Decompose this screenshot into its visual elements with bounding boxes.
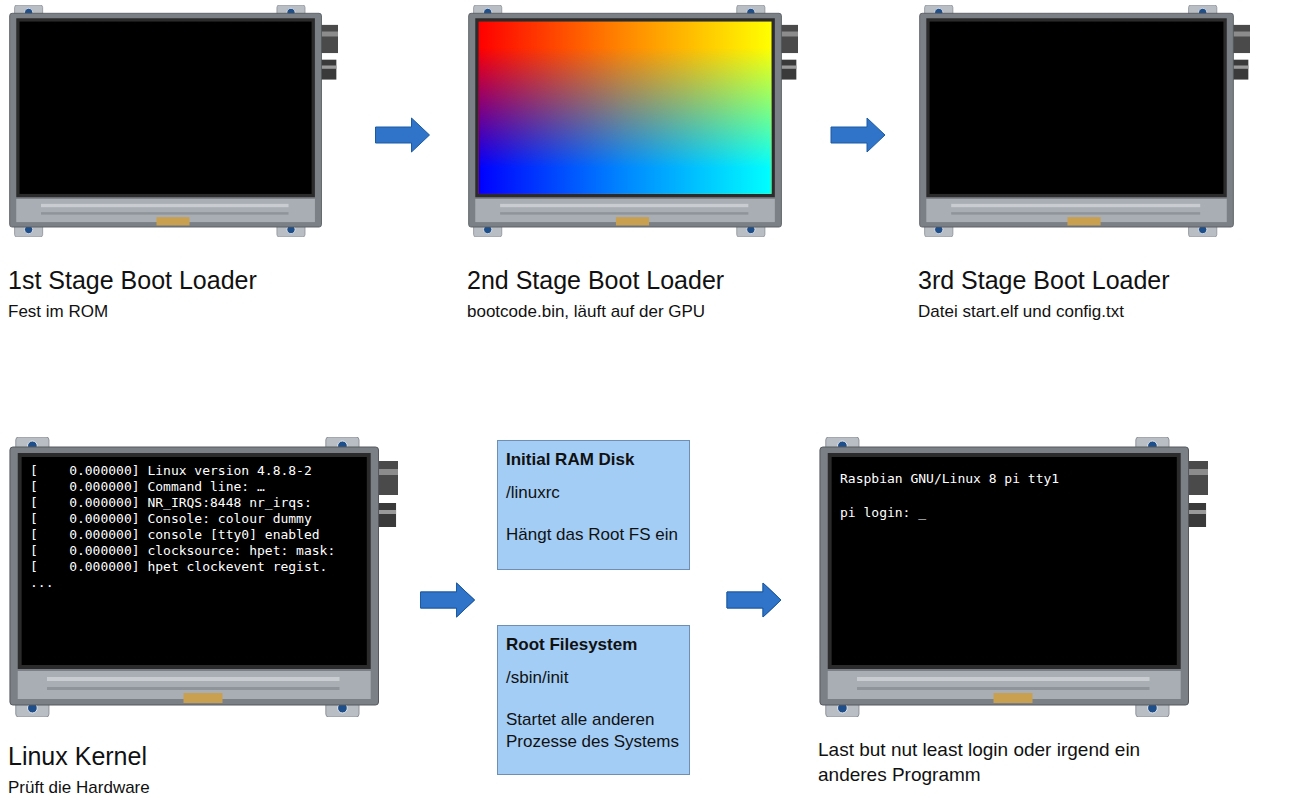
display-frame bbox=[820, 437, 1208, 717]
screen-area bbox=[8, 5, 338, 237]
display-frame bbox=[920, 5, 1250, 237]
box-text: /linuxrc bbox=[506, 482, 681, 504]
flow-arrow bbox=[376, 118, 430, 152]
display-illustration bbox=[467, 5, 798, 237]
boot-stage: 3rd Stage Boot LoaderDatei start.elf und… bbox=[918, 5, 1250, 323]
stage-title: 3rd Stage Boot Loader bbox=[918, 265, 1250, 295]
black-screen bbox=[930, 22, 1224, 194]
display-frame bbox=[469, 5, 798, 237]
boot-stage: 1st Stage Boot LoaderFest im ROM bbox=[8, 5, 338, 323]
stage-title: 2nd Stage Boot Loader bbox=[467, 265, 798, 295]
stage-subtitle: Datei start.elf und config.txt bbox=[918, 301, 1250, 323]
box-text: /sbin/init bbox=[506, 667, 681, 689]
display-frame bbox=[10, 5, 338, 237]
display-frame bbox=[10, 437, 398, 717]
box-heading: Initial RAM Disk bbox=[506, 449, 681, 470]
box-text: Startet alle anderen Prozesse des System… bbox=[506, 709, 681, 753]
screen-text: pi login: _ bbox=[840, 505, 1208, 521]
stage-title: Linux Kernel bbox=[8, 741, 398, 771]
caption: Linux KernelPrüft die Hardware bbox=[8, 717, 398, 799]
rainbow-screen bbox=[479, 22, 772, 194]
screen-area bbox=[918, 5, 1250, 237]
process-box: Initial RAM Disk/linuxrcHängt das Root F… bbox=[497, 440, 690, 570]
boot-stage: [ 0.000000] Linux version 4.8.8-2[ 0.000… bbox=[8, 437, 398, 799]
screen-text: [ 0.000000] NR_IRQS:8448 nr_irqs: bbox=[30, 495, 398, 511]
screen-text: [ 0.000000] console [tty0] enabled bbox=[30, 527, 398, 543]
flow-arrow bbox=[831, 118, 885, 152]
screen-area: [ 0.000000] Linux version 4.8.8-2[ 0.000… bbox=[8, 437, 398, 717]
boot-stage: Raspbian GNU/Linux 8 pi tty1 pi login: _ L… bbox=[818, 437, 1208, 787]
screen-text: [ 0.000000] Linux version 4.8.8-2 bbox=[30, 463, 398, 479]
box-heading: Root Filesystem bbox=[506, 634, 681, 655]
stage-title: 1st Stage Boot Loader bbox=[8, 265, 338, 295]
caption: 3rd Stage Boot LoaderDatei start.elf und… bbox=[918, 237, 1250, 323]
screen-text: [ 0.000000] Command line: … bbox=[30, 479, 398, 495]
stage-title: Last but nut least login oder irgend ein… bbox=[818, 737, 1208, 787]
caption: Last but nut least login oder irgend ein… bbox=[818, 717, 1208, 787]
boot-stage: 2nd Stage Boot Loader bootcode.bin, läuft… bbox=[467, 5, 798, 323]
screen-text: [ 0.000000] clocksource: hpet: mask: bbox=[30, 543, 398, 559]
process-box: Root Filesystem/sbin/initStartet alle an… bbox=[497, 625, 690, 775]
stage-subtitle: bootcode.bin, läuft auf der GPU bbox=[467, 301, 798, 323]
black-screen bbox=[832, 457, 1177, 665]
box-text: Hängt das Root FS ein bbox=[506, 524, 681, 546]
caption: 2nd Stage Boot Loader bootcode.bin, läuft… bbox=[467, 237, 798, 323]
display-illustration bbox=[8, 5, 338, 237]
rainbow-screen-blend bbox=[479, 22, 772, 194]
caption: 1st Stage Boot LoaderFest im ROM bbox=[8, 237, 338, 323]
stage-subtitle: Prüft die Hardware bbox=[8, 777, 398, 799]
black-screen bbox=[20, 22, 312, 194]
screen-area bbox=[467, 5, 798, 237]
flow-arrow bbox=[421, 583, 475, 617]
screen-text: [ 0.000000] hpet clockevent regist. bbox=[30, 559, 398, 575]
screen-text: [ 0.000000] Console: colour dummy bbox=[30, 511, 398, 527]
flow-arrow bbox=[421, 583, 475, 617]
screen-text: ... bbox=[30, 575, 398, 591]
screen-area: Raspbian GNU/Linux 8 pi tty1 pi login: _ bbox=[818, 437, 1208, 717]
screen-text: Raspbian GNU/Linux 8 pi tty1 bbox=[840, 471, 1208, 487]
flow-arrow bbox=[727, 583, 781, 617]
stage-subtitle: Fest im ROM bbox=[8, 301, 338, 323]
display-illustration bbox=[918, 5, 1250, 237]
flow-arrow bbox=[727, 583, 781, 617]
